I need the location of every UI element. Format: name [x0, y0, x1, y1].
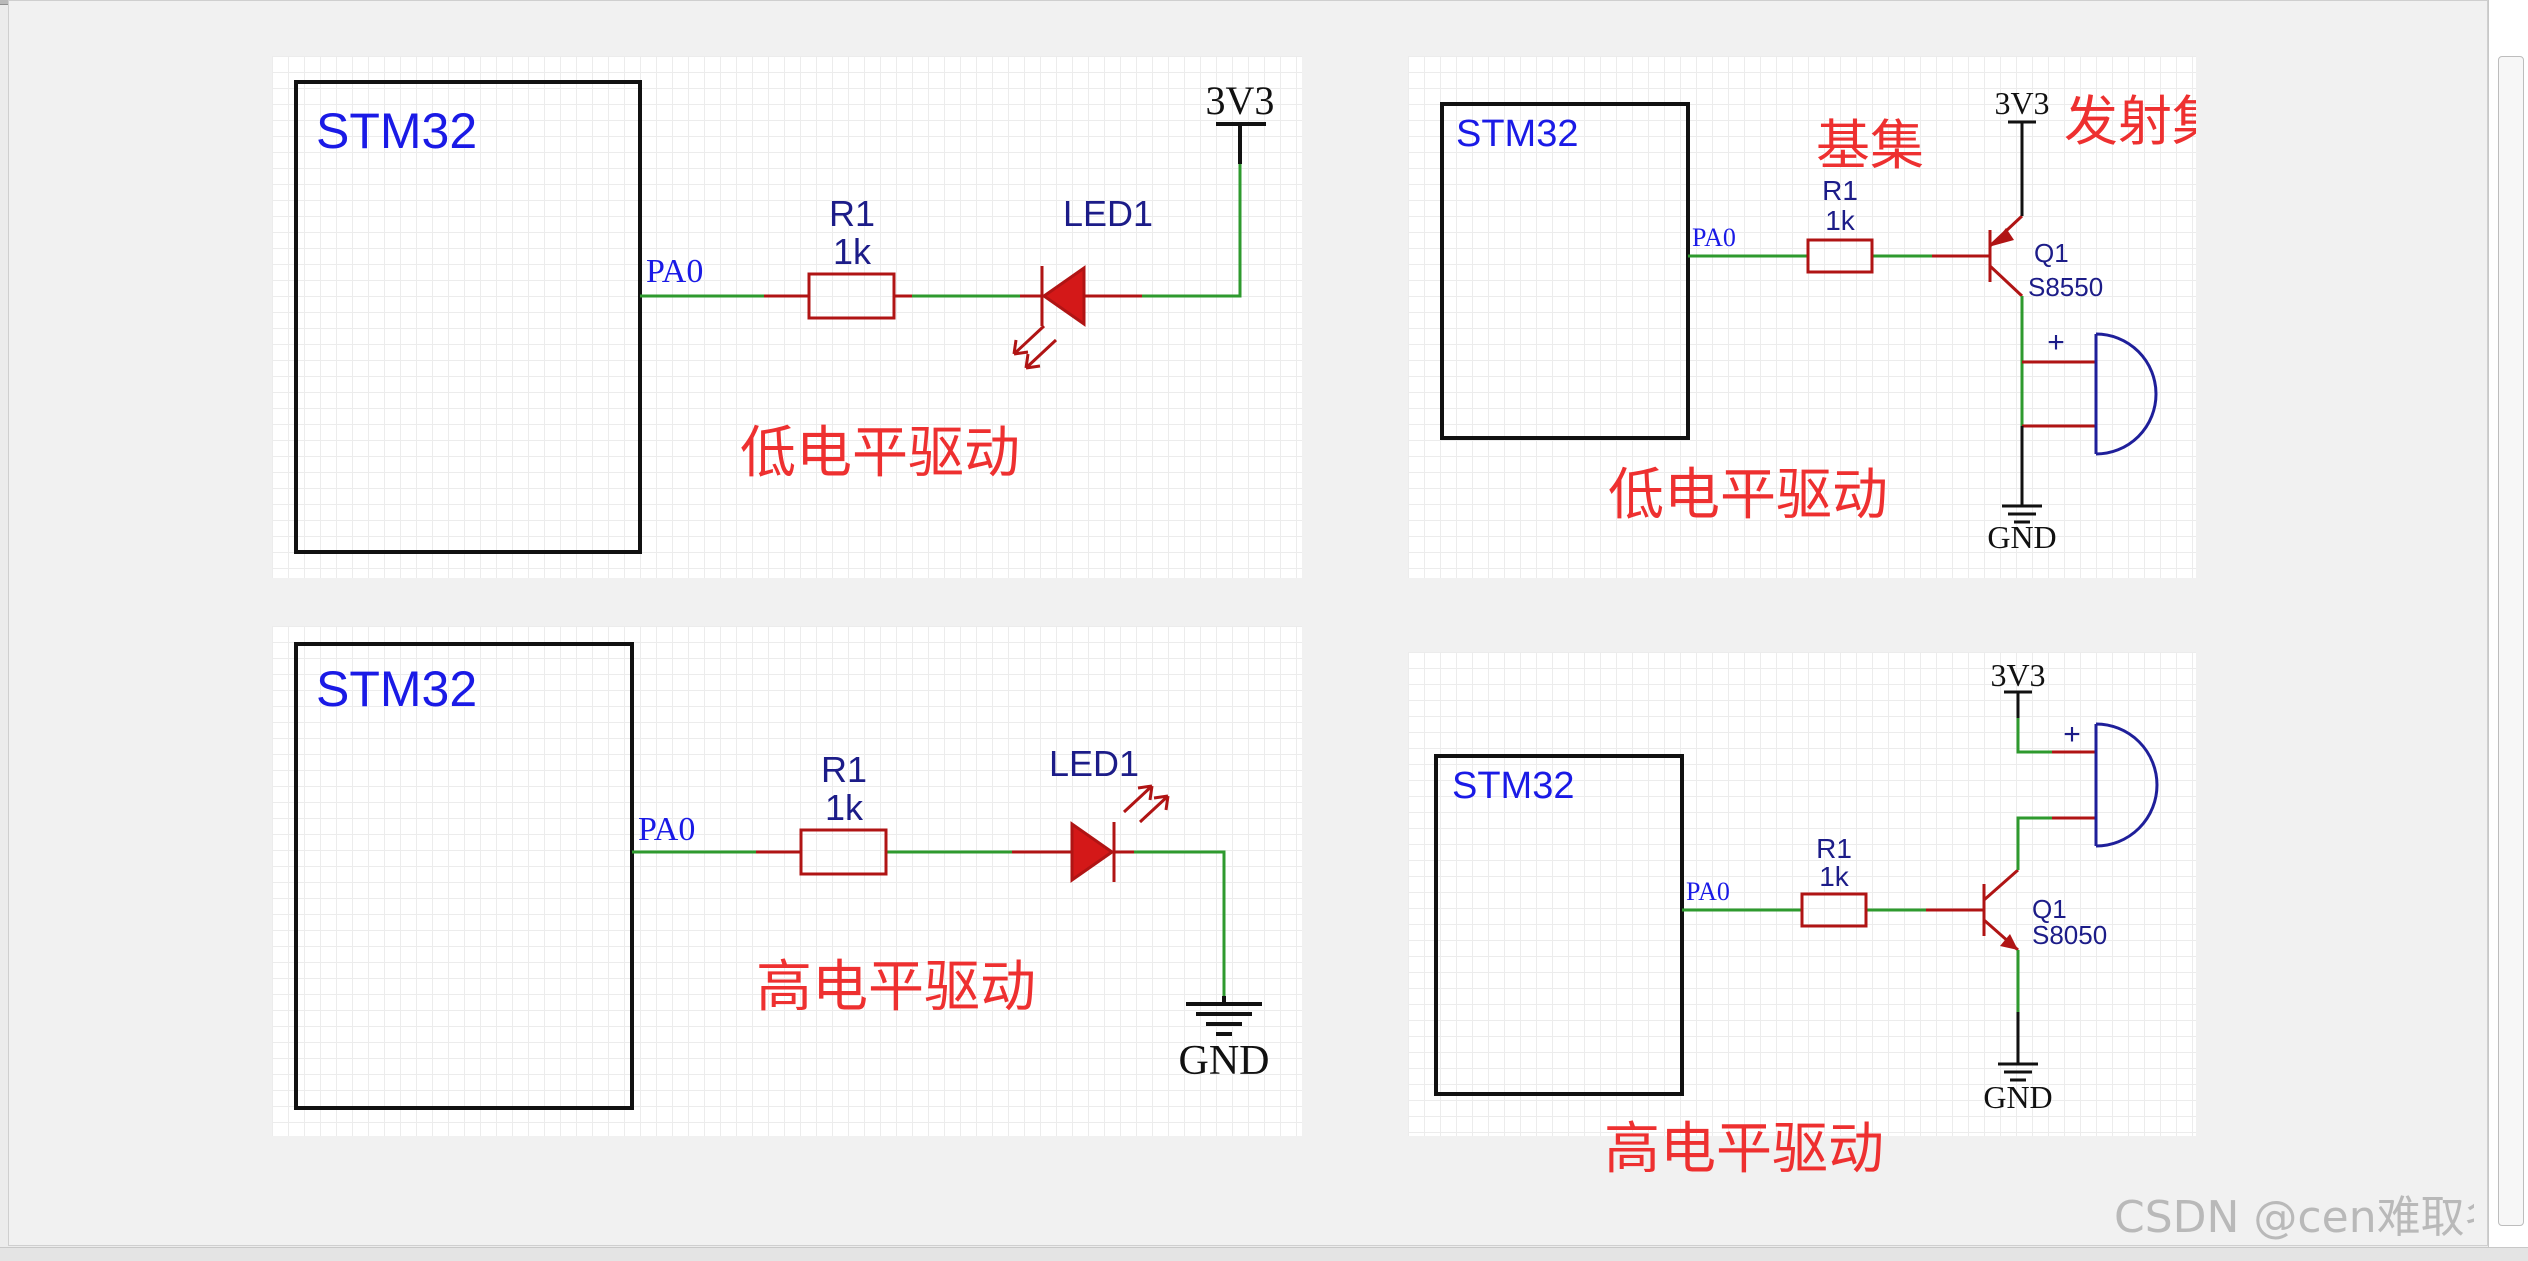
buzzer — [2052, 722, 2159, 848]
pin-label: PA0 — [646, 253, 703, 290]
ground-label: GND — [1983, 1079, 2052, 1115]
resistor — [807, 272, 896, 320]
ground-label: GND — [1179, 1038, 1270, 1084]
transistor-ref: Q1 — [2032, 894, 2067, 924]
circuit-led-low-drive: STM32 PA0 R1 1k LED1 3V3 低电平驱动 — [272, 56, 1302, 578]
transistor-model: S8550 — [2028, 272, 2103, 302]
resistor — [1806, 238, 1874, 274]
supply-symbol — [1216, 122, 1266, 164]
pin-label: PA0 — [638, 811, 695, 848]
pnp-transistor — [1932, 214, 2024, 298]
resistor-ref: R1 — [1816, 833, 1852, 864]
transistor-model: S8050 — [2032, 920, 2107, 950]
annotation-emitter: 发射集 — [2064, 90, 2196, 153]
scrollbar-thumb[interactable] — [2498, 56, 2524, 1226]
supply-label: 3V3 — [1990, 657, 2045, 693]
buzzer — [2022, 332, 2158, 456]
mcu-box — [294, 80, 642, 554]
led-ref: LED1 — [1063, 193, 1153, 234]
ground-symbol — [2002, 426, 2042, 524]
resistor-ref: R1 — [1822, 175, 1858, 206]
mcu-label: STM32 — [1456, 113, 1578, 155]
vertical-scrollbar[interactable] — [2488, 0, 2528, 1261]
resistor-ref: R1 — [829, 193, 875, 234]
resistor-value: 1k — [825, 787, 864, 828]
pin-label: PA0 — [1692, 223, 1736, 252]
circuit-buzzer-pnp-low-drive: STM32 PA0 R1 1k 3V3 Q1 S8550 + GND 基集 发射… — [1408, 56, 2196, 578]
mcu-label: STM32 — [316, 661, 477, 717]
caption: 高电平驱动 — [1604, 1117, 1884, 1182]
supply-symbol — [2008, 120, 2036, 216]
circuit-buzzer-npn-high-drive: STM32 PA0 R1 1k 3V3 Q1 S8050 + GND — [1408, 652, 2196, 1136]
npn-transistor — [1926, 868, 2019, 952]
mcu-box — [294, 642, 634, 1110]
caption-panel-4-wrap: 高电平驱动 — [1604, 1117, 1884, 1182]
led-diode — [1012, 265, 1142, 370]
ground-symbol — [1998, 1012, 2038, 1082]
supply-label: 3V3 — [1994, 85, 2049, 121]
resistor-value: 1k — [1819, 861, 1850, 892]
transistor-ref: Q1 — [2034, 238, 2069, 268]
supply-label: 3V3 — [1206, 78, 1275, 123]
buzzer-polarity: + — [2063, 718, 2081, 751]
wire — [640, 164, 1242, 298]
mcu-label: STM32 — [1452, 765, 1574, 807]
wire-supply — [2016, 718, 2052, 754]
buzzer-polarity: + — [2047, 326, 2065, 359]
ground-symbol — [1186, 996, 1262, 1036]
resistor-ref: R1 — [821, 749, 867, 790]
caption: 低电平驱动 — [740, 421, 1020, 486]
mcu-box — [1434, 754, 1684, 1096]
ground-label: GND — [1987, 519, 2056, 555]
resistor — [799, 828, 888, 876]
mcu-box — [1440, 102, 1690, 440]
annotation-base: 基集 — [1816, 114, 1924, 177]
pin-label: PA0 — [1686, 877, 1730, 906]
caption: 高电平驱动 — [756, 955, 1036, 1020]
resistor — [1800, 892, 1868, 928]
watermark: CSDN @cen难取名 — [2114, 1192, 2474, 1243]
wire-transistor — [2016, 816, 2052, 1012]
circuit-led-high-drive: STM32 PA0 R1 1k LED1 GND 高电平驱动 — [272, 626, 1302, 1136]
wire — [632, 850, 1226, 996]
bottom-status-strip — [0, 1247, 2528, 1261]
led-diode — [1012, 784, 1170, 883]
led-ref: LED1 — [1049, 743, 1139, 784]
supply-symbol — [2004, 690, 2032, 718]
caption: 低电平驱动 — [1608, 463, 1888, 528]
mcu-label: STM32 — [316, 103, 477, 159]
resistor-value: 1k — [833, 231, 872, 272]
resistor-value: 1k — [1825, 205, 1856, 236]
